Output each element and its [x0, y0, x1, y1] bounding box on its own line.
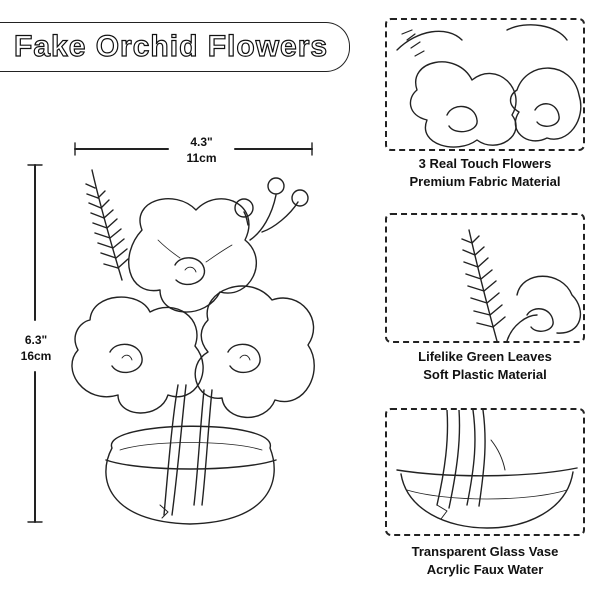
page-title: Fake Orchid Flowers [13, 29, 329, 63]
glass-vase [105, 425, 277, 525]
vase-closeup-illustration [396, 410, 578, 529]
leaves-closeup-illustration [461, 229, 582, 341]
caption-flowers: 3 Real Touch Flowers Premium Fabric Mate… [380, 155, 590, 191]
orchid-buds [234, 177, 309, 218]
caption-flowers-line1: 3 Real Touch Flowers [418, 156, 552, 171]
width-inches: 4.3" [190, 135, 213, 149]
flowers-closeup-illustration [396, 24, 582, 148]
caption-flowers-line2: Premium Fabric Material [409, 174, 561, 189]
orchid-flower-right [194, 285, 315, 419]
width-centimeters: 11cm [186, 151, 217, 165]
caption-leaves-line1: Lifelike Green Leaves [418, 349, 552, 364]
caption-vase-line1: Transparent Glass Vase [411, 544, 559, 559]
width-dimension-line [74, 142, 313, 156]
detail-frame-vase [385, 408, 585, 536]
caption-vase-line2: Acrylic Faux Water [426, 562, 544, 577]
orchid-arrangement-illustration [27, 142, 315, 525]
caption-leaves-line2: Soft Plastic Material [423, 367, 547, 382]
detail-frame-flowers [385, 18, 585, 151]
height-centimeters: 16cm [20, 349, 52, 363]
fern-leaf [85, 169, 129, 281]
caption-vase: Transparent Glass Vase Acrylic Faux Wate… [380, 543, 590, 579]
title-badge: Fake Orchid Flowers [0, 22, 350, 72]
height-inches: 6.3" [24, 333, 48, 347]
width-dimension-label: 4.3" 11cm [168, 134, 235, 166]
orchid-flower-top [128, 198, 257, 313]
detail-frame-leaves [385, 213, 585, 343]
height-dimension-label: 6.3" 16cm [8, 332, 64, 364]
caption-leaves: Lifelike Green Leaves Soft Plastic Mater… [380, 348, 590, 384]
orchid-flower-left [71, 296, 204, 414]
height-dimension-line [27, 164, 43, 523]
